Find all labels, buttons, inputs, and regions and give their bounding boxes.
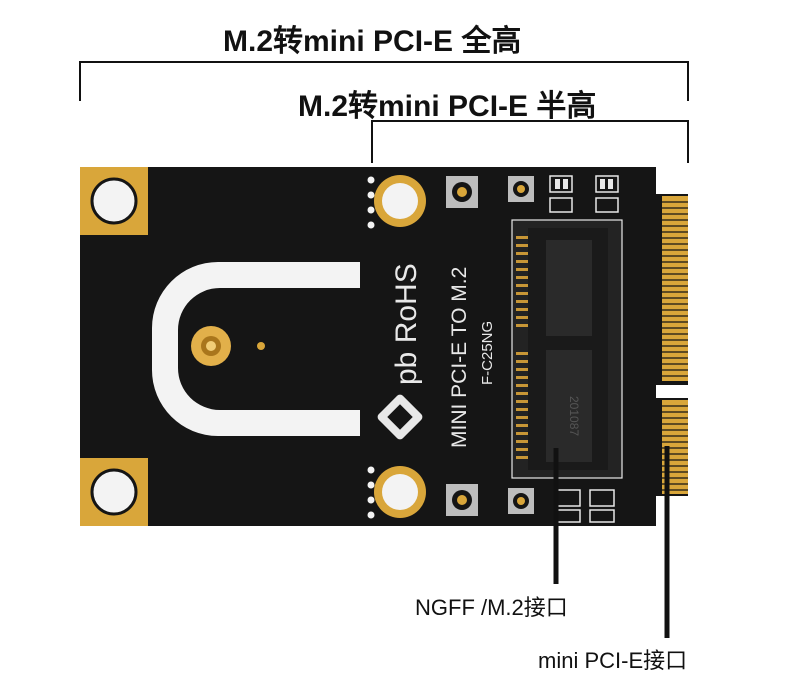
- center-screw-pad: [191, 326, 265, 366]
- mount-pad-top-left: [80, 167, 148, 235]
- ngff-interface-label: NGFF /M.2接口: [415, 595, 568, 620]
- minipcie-interface-label: mini PCI-E接口: [538, 648, 688, 673]
- model-silkscreen: F-C25NG: [479, 321, 496, 385]
- connector-code: 201087: [567, 396, 581, 436]
- antenna-connector-bottom-2: [508, 488, 534, 514]
- mount-pad-top-mid: [362, 167, 436, 235]
- full-height-label: M.2转mini PCI-E 全高: [223, 25, 522, 58]
- full-height-bracket: [79, 61, 689, 101]
- antenna-connector-bottom-1: [446, 484, 478, 516]
- half-height-bracket: [371, 120, 689, 163]
- product-silkscreen: MINI PCI-E TO M.2: [448, 267, 471, 448]
- edge-finger-gaps: [662, 201, 688, 491]
- mount-pad-bottom-left: [80, 458, 148, 526]
- m2-connector: 201087: [511, 219, 623, 479]
- antenna-connector-top-1: [446, 176, 478, 208]
- antenna-connector-top-2: [508, 176, 534, 202]
- edge-connector-upper: [662, 196, 688, 381]
- via-dots: [367, 176, 375, 519]
- half-height-label: M.2转mini PCI-E 半高: [298, 90, 597, 123]
- u-cutout: [152, 262, 360, 436]
- silkscreen-logo: [377, 394, 423, 440]
- brand-silkscreen: pb RoHS: [390, 263, 423, 385]
